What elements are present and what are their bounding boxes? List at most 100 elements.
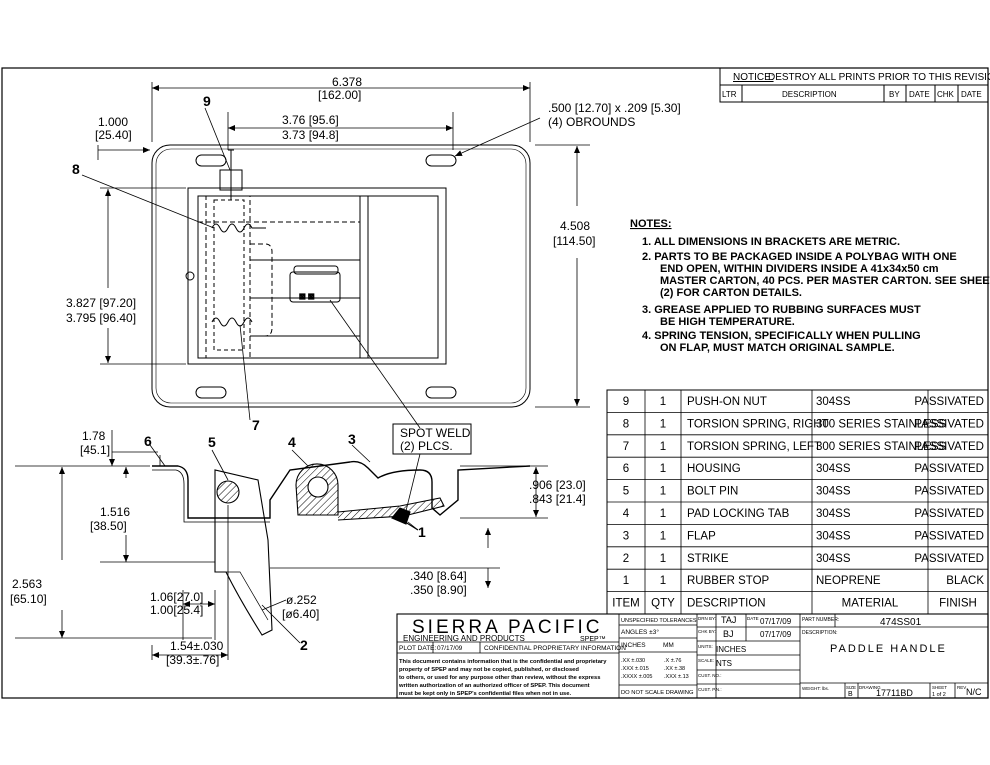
bom-row-finish: PASSIVATED [914,530,984,542]
rev-col-ltr: LTR [722,90,737,99]
bom-header-item: ITEM [612,598,639,610]
obround-slot [195,154,227,167]
bom-row-item: 1 [623,575,629,587]
pad-locking-tab [289,271,341,303]
bom-row-description: TORSION SPRING, RIGHT [687,418,829,430]
revision-notice-label: NOTICE: [733,72,774,83]
tolerance-1: .XX ±.030 [621,658,645,664]
title-block [396,613,989,699]
dim-left-offset: 1.000 [98,115,128,129]
bom-header-qty: QTY [651,598,675,610]
revision-label: REV [957,685,966,690]
size-value: B [848,691,853,698]
bom-row-item: 5 [623,486,629,498]
company-name: SIERRA PACIFIC [412,617,603,638]
torsion-spring-right [211,223,266,233]
spot-weld-count: (2) PLCS. [400,439,453,453]
bom-row-qty: 1 [660,463,666,475]
bom-header-description: DESCRIPTION [687,598,766,610]
torsion-spring-left [211,317,253,327]
top-view: ⊠ ⊠ [151,144,531,408]
bom-row-qty: 1 [660,418,666,430]
bom-row-material: 304SS [816,396,851,408]
company-subtitle: ENGINEERING AND PRODUCTS [403,634,525,643]
top-view-dim-text: 6.378 [162.00] 1.000 [25.40] 3.76 [95.6]… [66,75,681,325]
no-scale-note: DO NOT SCALE DRAWING [621,690,694,696]
dim-left-offset-mm: [25.40] [95,128,132,142]
rubber-stop [391,507,411,525]
rev-col-date: DATE [909,90,930,99]
section-view [152,460,531,636]
tolerance-mm-2: .XX ±.38 [664,666,685,672]
bom-row-description: FLAP [687,530,716,542]
plot-date: 07/17/09 [437,645,463,652]
bom-row-item: 4 [623,508,630,520]
note-3b: BE HIGH TEMPERATURE. [660,316,795,328]
bom-row-qty: 1 [660,396,666,408]
bom-row-material: 300 SERIES STAINLESS [816,441,947,453]
bom-row-item: 2 [623,553,629,565]
bom-row-finish: PASSIVATED [914,508,984,520]
scale-value: NTS [716,659,732,668]
units-label: UNITS: [698,644,713,649]
dim-thk-1: .906 [23.0] [529,478,586,492]
housing-pocket [187,187,447,365]
dim-thk-2: .843 [21.4] [529,492,586,506]
bom-row-item: 6 [623,463,629,475]
dim-overall-height-mm: [114.50] [553,234,595,248]
notes: NOTES: 1. ALL DIMENSIONS IN BRACKETS ARE… [630,218,990,354]
weight-label: WEIGHT: lbs. [802,686,829,691]
size-label: SIZE [846,685,856,690]
sheet-label: SHEET [932,685,947,690]
bom-row-material: NEOPRENE [816,575,881,587]
dim-opening-2: 3.795 [96.40] [66,311,136,325]
rev-col-by: BY [889,90,900,99]
tolerance-2: .XXX ±.015 [621,666,649,672]
bom-row-item: 3 [623,530,629,542]
dim-depth-mm: [38.50] [90,519,127,533]
legal-line-5: must be kept only in SPEP's confidential… [399,691,571,697]
checked-by-label: CHK BY: [698,629,716,634]
bom-row-qty: 1 [660,553,666,565]
tolerance-3: .XXXX ±.005 [621,674,652,680]
balloon-4: 4 [288,434,296,450]
dim-flap-1: 1.06[27.0] [150,590,203,604]
dim-pin-pos: 1.54±.030 [170,639,224,653]
dim-slot-spacing-2: 3.73 [94.8] [282,128,339,142]
bom-row-description: BOLT PIN [687,486,738,498]
section-dim-text: 1.78 [45.1] 1.516 [38.50] 2.563 [65.10] … [10,429,586,667]
bom-row-finish: PASSIVATED [914,486,984,498]
tolerance-title: UNSPECIFIED TOLERANCES [621,618,697,624]
bom-header-material: MATERIAL [842,598,899,610]
bom-row-material: 300 SERIES STAINLESS [816,418,947,430]
drawn-date: 07/17/09 [760,617,792,626]
bom-row-material: 304SS [816,553,851,565]
confidential-label: CONFIDENTIAL PROPRIETARY INFORMATION [484,645,626,652]
balloon-3: 3 [348,431,356,447]
balloon-1: 1 [418,524,426,540]
bom-row-material: 304SS [816,508,851,520]
dim-flap-2: 1.00[25.4] [150,603,203,617]
title-block-text: SIERRA PACIFIC ENGINEERING AND PRODUCTS … [398,615,982,698]
balloon-6: 6 [144,433,152,449]
legal-line-1: This document contains information that … [399,659,607,665]
bom-row-qty: 1 [660,530,666,542]
dim-overall-width: 6.378 [332,75,362,89]
tolerance-mm: MM [663,642,674,649]
rev-col-chk: CHK [937,90,955,99]
bom-row-item: 7 [623,441,629,453]
bom-row-description: RUBBER STOP [687,575,770,587]
dim-pin-pos-mm: [39.3±.76] [166,653,219,667]
dim-overall-height: 4.508 [560,219,590,233]
rev-col-date-2: DATE [961,90,982,99]
note-1: 1. ALL DIMENSIONS IN BRACKETS ARE METRIC… [642,236,900,248]
note-3a: 3. GREASE APPLIED TO RUBBING SURFACES MU… [642,304,921,316]
bom-row-finish: PASSIVATED [914,396,984,408]
customer-part-label: CUST. P.N.: [698,687,722,692]
part-number-label: PART NUMBER: [802,617,839,623]
balloon-5: 5 [208,434,216,450]
date-label: DATE [747,616,759,621]
dim-overall-width-mm: [162.00] [318,88,361,102]
bom-row-description: PUSH-ON NUT [687,396,767,408]
